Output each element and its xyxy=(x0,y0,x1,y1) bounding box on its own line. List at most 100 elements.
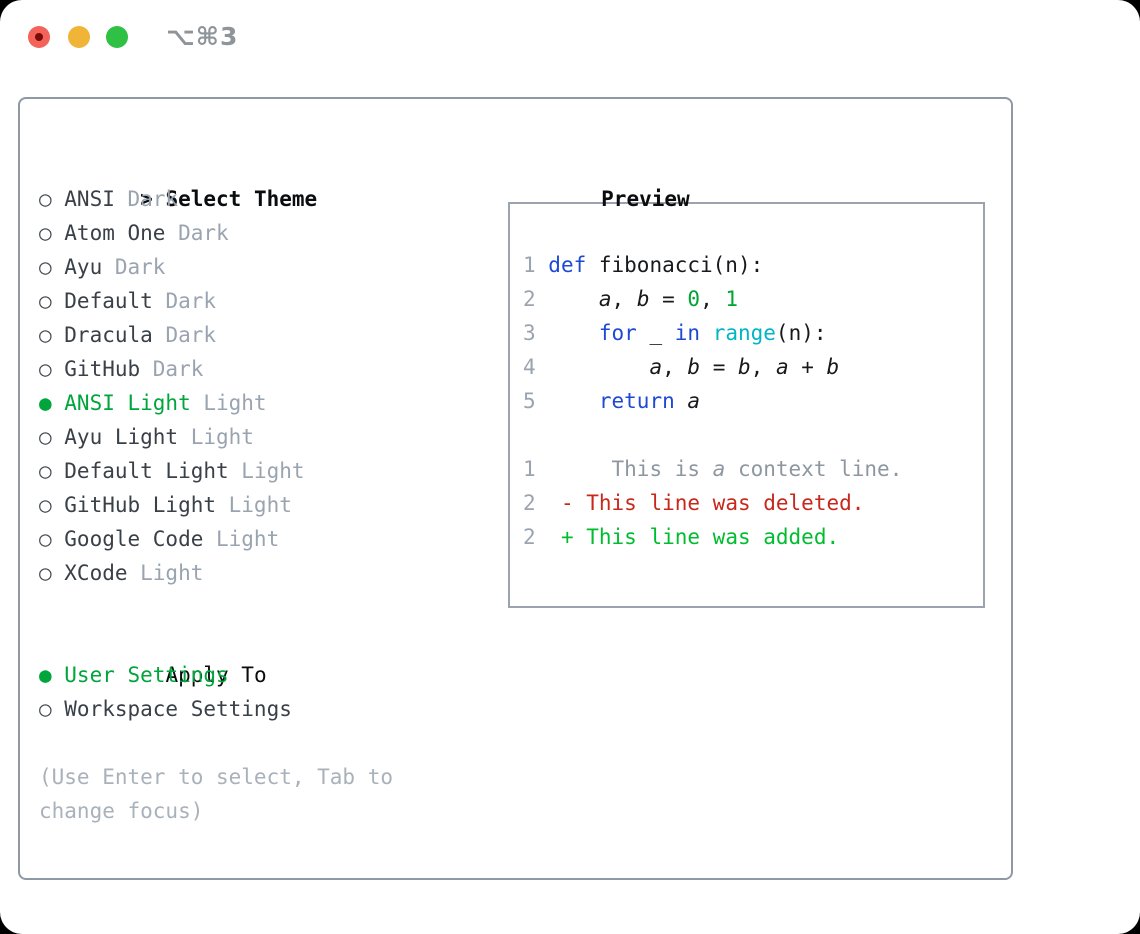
code-token: , xyxy=(662,355,688,379)
code-token: 1 xyxy=(725,287,739,311)
radio-icon: ○ xyxy=(39,459,52,483)
theme-variant-tag: Light xyxy=(203,391,267,415)
preview-line: 1 This is a context line. xyxy=(523,452,983,486)
minimize-button[interactable] xyxy=(68,26,90,48)
preview-line: 5 return a xyxy=(523,384,983,418)
code-token xyxy=(700,321,713,345)
option-label: ANSI Light xyxy=(64,391,191,415)
theme-variant-tag: Dark xyxy=(165,289,217,313)
preview-line: 1 def fibonacci(n): xyxy=(523,248,983,282)
code-token: , xyxy=(750,355,776,379)
titlebar: ⌥⌘3 xyxy=(0,0,1140,74)
radio-icon: ○ xyxy=(39,697,52,721)
code-token xyxy=(536,491,561,515)
theme-variant-tag: Light xyxy=(228,493,292,517)
preview-header: Preview xyxy=(500,148,985,211)
apply-option-user-settings[interactable]: ● User Settings xyxy=(39,658,393,692)
theme-variant-tag: Dark xyxy=(178,221,229,245)
code-token: This is xyxy=(611,457,713,481)
code-token: 3 xyxy=(523,321,549,345)
preview-line: 4 a, b = b, a + b xyxy=(523,350,983,384)
code-token: b xyxy=(738,355,751,379)
code-token: range xyxy=(712,321,776,345)
theme-variant-tag: Dark xyxy=(127,187,179,211)
option-label: XCode xyxy=(64,561,128,585)
code-token: a xyxy=(598,287,612,311)
code-token: - This line was deleted. xyxy=(560,491,865,515)
code-token: a xyxy=(712,457,726,481)
code-token: + This line was added. xyxy=(560,525,840,549)
code-token: a xyxy=(775,355,789,379)
radio-icon: ○ xyxy=(39,255,52,279)
radio-icon: ○ xyxy=(39,425,52,449)
code-token: b xyxy=(826,355,840,379)
option-label: GitHub Light xyxy=(64,493,216,517)
preview-line: 2 - This line was deleted. xyxy=(523,486,983,520)
code-token: 1 xyxy=(523,253,549,277)
maximize-button[interactable] xyxy=(106,26,128,48)
option-label: Workspace Settings xyxy=(64,697,292,721)
code-token: = xyxy=(649,287,688,311)
code-token: 2 xyxy=(523,525,536,549)
option-label: GitHub xyxy=(64,357,141,381)
option-label: Dracula xyxy=(64,323,153,347)
radio-icon: ○ xyxy=(39,221,52,245)
spacer xyxy=(39,726,393,760)
theme-variant-tag: Light xyxy=(140,561,204,585)
code-token: _ xyxy=(636,321,675,345)
code-token: 5 xyxy=(523,389,549,413)
code-token xyxy=(536,525,561,549)
select-theme-title: Select Theme xyxy=(165,187,318,211)
apply-to-list: ● User Settings ○ Workspace Settings xyxy=(39,658,393,726)
theme-variant-tag: Light xyxy=(190,425,254,449)
code-token: in xyxy=(674,321,701,345)
code-token xyxy=(548,389,599,413)
preview-title: Preview xyxy=(601,187,690,211)
code-token: for xyxy=(598,321,637,345)
theme-option-google-code[interactable]: ○ Google Code Light xyxy=(39,522,393,556)
code-token xyxy=(536,457,612,481)
code-token: = xyxy=(700,355,738,379)
apply-to-title: Apply To xyxy=(165,663,267,687)
theme-option-dracula[interactable]: ○ Dracula Dark xyxy=(39,318,393,352)
radio-selected-icon: ● xyxy=(39,663,52,687)
code-token: b xyxy=(636,287,650,311)
apply-to-header: Apply To xyxy=(39,624,393,687)
code-token: (n): xyxy=(775,321,827,345)
code-token: 2 xyxy=(523,491,536,515)
code-token: , xyxy=(611,287,637,311)
option-label: Google Code xyxy=(64,527,204,551)
theme-variant-tag: Dark xyxy=(152,357,204,381)
close-button[interactable] xyxy=(28,26,50,48)
code-token: + xyxy=(788,355,827,379)
code-token: 2 xyxy=(523,287,549,311)
apply-option-workspace-settings[interactable]: ○ Workspace Settings xyxy=(39,692,393,726)
code-token: 1 xyxy=(523,457,536,481)
caret-icon: > xyxy=(140,187,153,211)
preview-line: 2 a, b = 0, 1 xyxy=(523,282,983,316)
theme-option-default-light[interactable]: ○ Default Light Light xyxy=(39,454,393,488)
option-label: User Settings xyxy=(64,663,229,687)
code-token: 4 xyxy=(523,355,549,379)
radio-icon: ○ xyxy=(39,527,52,551)
option-label: Default Light xyxy=(64,459,229,483)
theme-variant-tag: Light xyxy=(216,527,280,551)
code-token: return xyxy=(598,389,675,413)
preview-line: 3 for _ in range(n): xyxy=(523,316,983,350)
code-token: b xyxy=(687,355,701,379)
theme-variant-tag: Dark xyxy=(165,323,217,347)
theme-variant-tag: Light xyxy=(241,459,305,483)
radio-icon: ○ xyxy=(39,323,52,347)
radio-icon: ○ xyxy=(39,289,52,313)
